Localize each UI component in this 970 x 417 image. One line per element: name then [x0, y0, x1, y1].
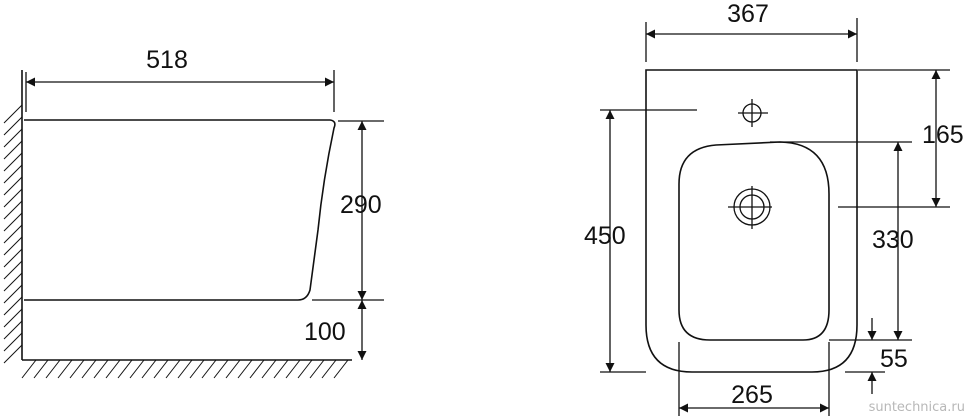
rear-offset-label: 55	[880, 345, 908, 373]
floor-hatch-line	[69, 359, 85, 379]
floor-hatch-line	[213, 359, 229, 379]
floor-hatch-line	[153, 359, 169, 379]
floor-hatch-line	[261, 359, 277, 379]
bowl-outline	[678, 141, 830, 341]
bidet-side-outline	[24, 119, 336, 301]
floor-hatch-line	[45, 359, 61, 379]
wall-hatch-line	[3, 104, 23, 124]
wall-hatch-line	[3, 140, 23, 160]
floor-hatch-line	[225, 359, 241, 379]
floor-hatch-line	[285, 359, 301, 379]
floor-hatch-line	[297, 359, 313, 379]
floor-hatch-line	[249, 359, 265, 379]
drain-span-label: 330	[872, 226, 914, 254]
floor-hatch-line	[57, 359, 73, 379]
top-width-label: 367	[727, 0, 769, 28]
floor-hatch-line	[141, 359, 157, 379]
floor-hatch-line	[21, 359, 37, 379]
height-label: 290	[340, 191, 382, 219]
width-label: 518	[146, 46, 188, 74]
wall-hatch-line	[3, 152, 23, 172]
wall-hatch-line	[3, 176, 23, 196]
wall-hatch-line	[3, 188, 23, 208]
wall-hatch-line	[3, 260, 23, 280]
floor-hatch-line	[93, 359, 109, 379]
floor-hatching	[21, 359, 349, 379]
wall-hatch-line	[3, 236, 23, 256]
floor-hatch-line	[201, 359, 217, 379]
wall-hatch-line	[3, 296, 23, 316]
wall-hatch-line	[3, 344, 23, 364]
wall-hatch-line	[3, 212, 23, 232]
wall-hatch-line	[3, 224, 23, 244]
floor-hatch-line	[189, 359, 205, 379]
wall-hatch-line	[3, 116, 23, 136]
bidet-top-outline	[645, 69, 858, 373]
floor-hatch-line	[333, 359, 349, 379]
wall-hatch-line	[3, 332, 23, 352]
watermark: suntechnica.ru	[869, 400, 965, 415]
top-view: 367 450 165 330 55 265	[584, 0, 964, 416]
floor-hatch-line	[177, 359, 193, 379]
side-view: 518 290 100	[3, 46, 384, 379]
floor-hatch-line	[237, 359, 253, 379]
floor-hatch-line	[309, 359, 325, 379]
bowl-width-label: 265	[731, 381, 773, 409]
floor-hatch-line	[165, 359, 181, 379]
wall-hatch-line	[3, 200, 23, 220]
floor-hatch-line	[117, 359, 133, 379]
floor-hatch-line	[81, 359, 97, 379]
floor-hatch-line	[105, 359, 121, 379]
tap-offset-label: 165	[922, 121, 964, 149]
floor-hatch-line	[33, 359, 49, 379]
total-length-label: 450	[584, 222, 626, 250]
wall-hatch-line	[3, 308, 23, 328]
floor-hatch-line	[129, 359, 145, 379]
wall-hatching	[3, 104, 23, 364]
floor-clearance-label: 100	[304, 318, 346, 346]
wall-hatch-line	[3, 248, 23, 268]
wall-hatch-line	[3, 164, 23, 184]
wall-hatch-line	[3, 284, 23, 304]
floor-hatch-line	[273, 359, 289, 379]
wall-hatch-line	[3, 272, 23, 292]
wall-hatch-line	[3, 128, 23, 148]
floor-hatch-line	[321, 359, 337, 379]
wall-hatch-line	[3, 320, 23, 340]
